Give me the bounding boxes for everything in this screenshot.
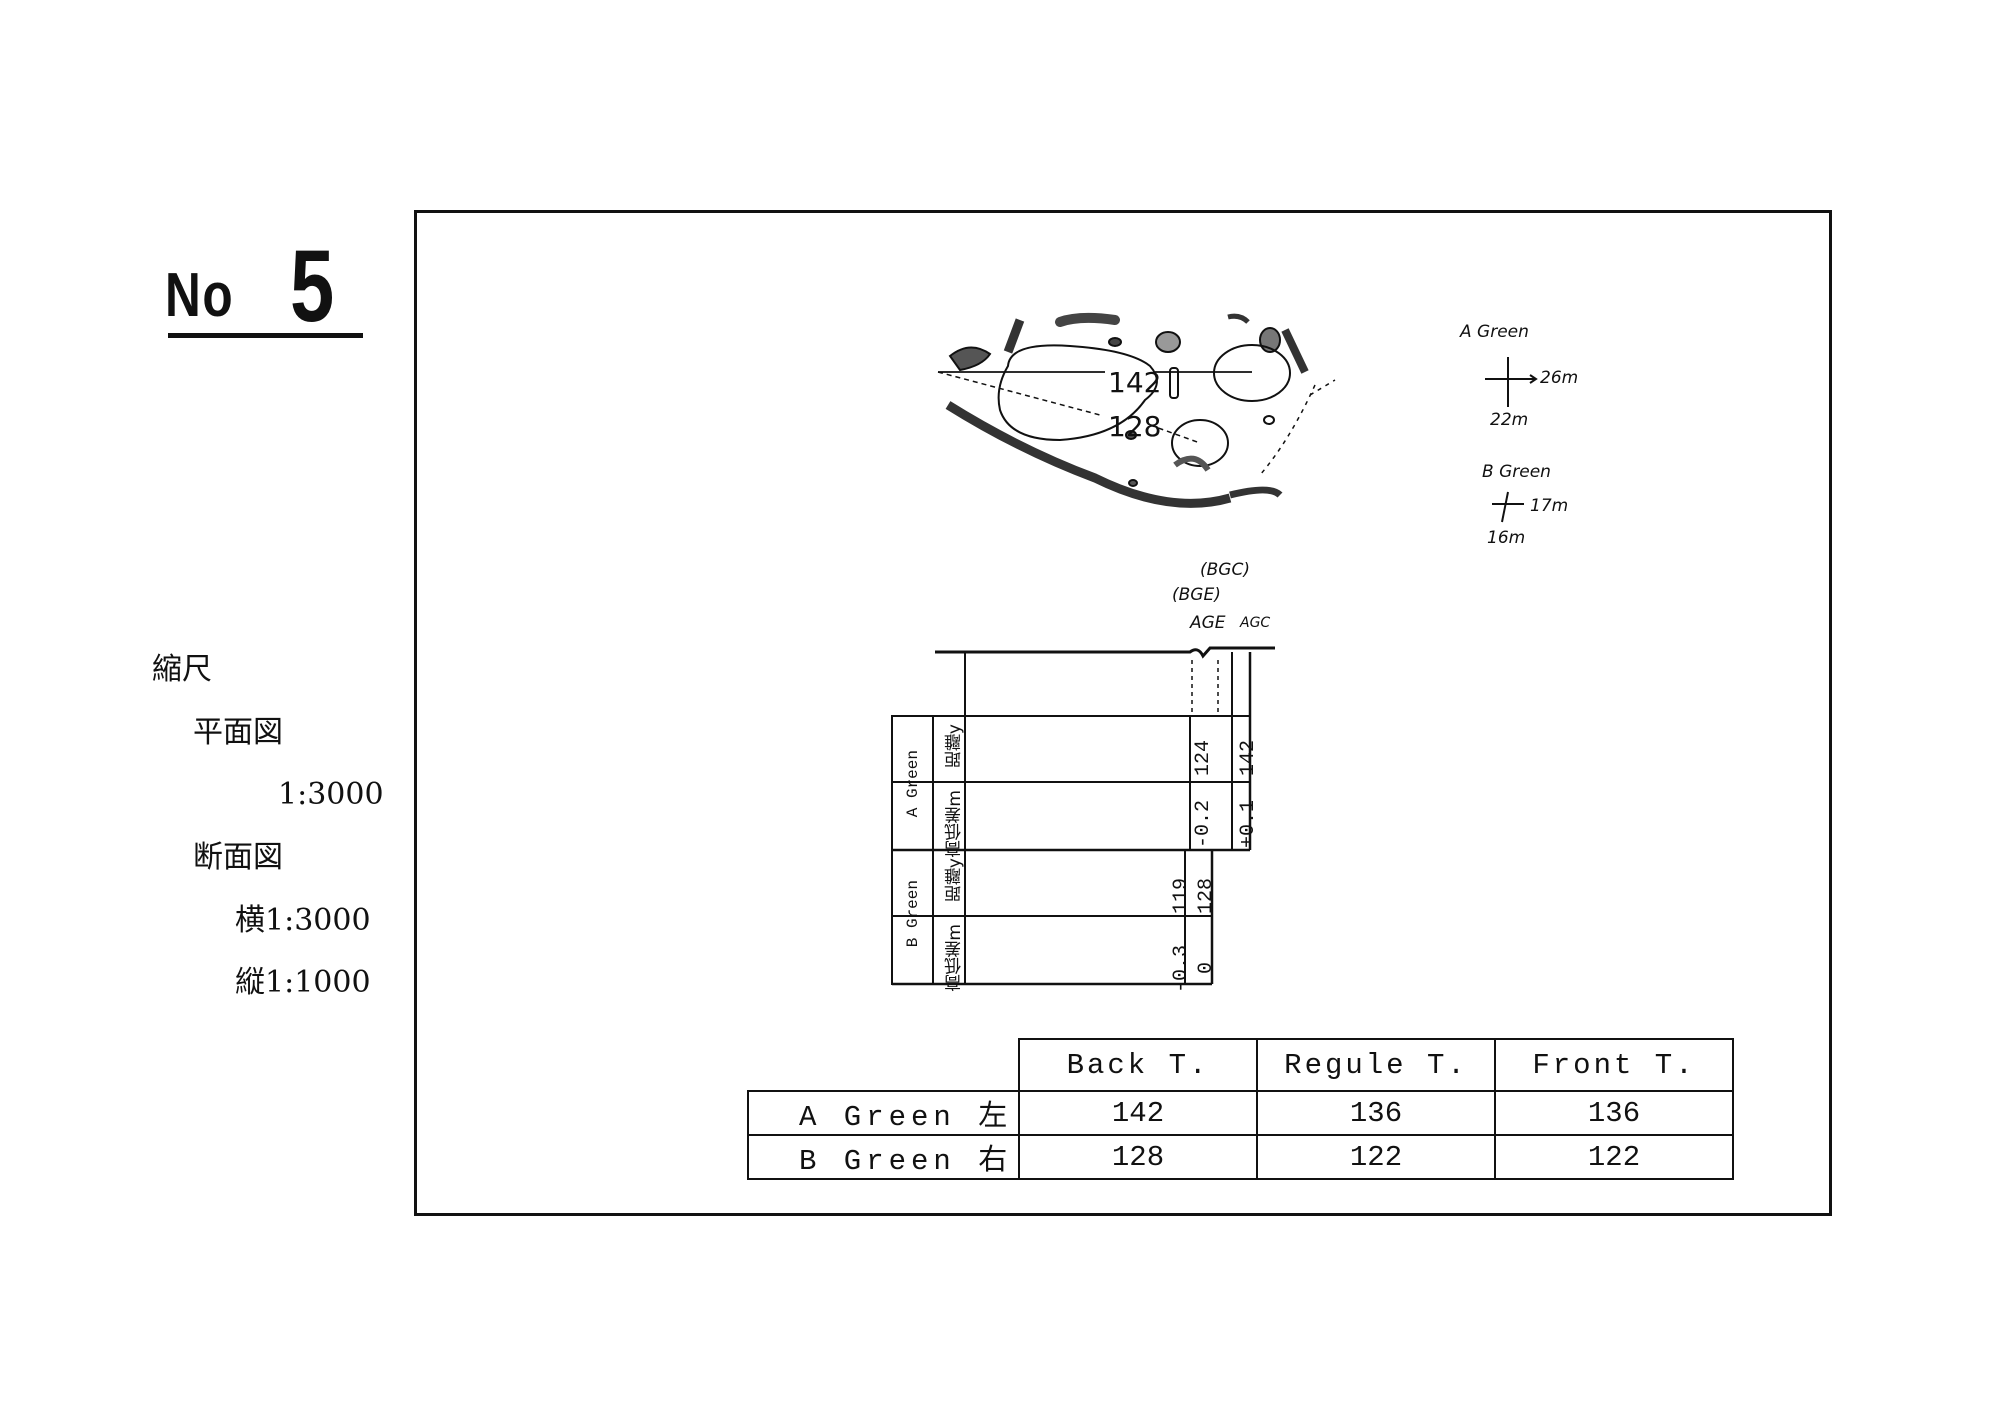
b-dist-center: 128 bbox=[1195, 878, 1218, 915]
a-elev-header: 高低差m bbox=[945, 790, 965, 858]
marker-agc: AGC bbox=[1240, 615, 1271, 631]
front-tee-header: Front T. bbox=[1494, 1038, 1734, 1092]
section-vertical-scale: 縦1:1000 bbox=[235, 965, 371, 1000]
marker-bgc: (BGC) bbox=[1200, 560, 1250, 580]
a-dist-center: 142 bbox=[1237, 740, 1260, 777]
section-scale-label: 断面図 bbox=[193, 840, 283, 875]
b-green-label: B Green bbox=[1482, 462, 1551, 482]
a-elev-edge: -0.2 bbox=[1192, 800, 1215, 849]
plan-scale-value: 1:3000 bbox=[278, 777, 384, 812]
b-elev-edge: -0.3 bbox=[1170, 945, 1193, 994]
table-row: A Green 左 142 136 136 bbox=[747, 1090, 1734, 1136]
tee-table-corner bbox=[748, 1039, 1020, 1092]
b-elev-header: 高低差m bbox=[945, 924, 965, 992]
b-green-front-value: 122 bbox=[1494, 1134, 1734, 1180]
table-row: B Green 右 128 122 122 bbox=[747, 1134, 1734, 1180]
b-green-back-value: 128 bbox=[1018, 1134, 1258, 1180]
a-dist-header: 距離y bbox=[945, 724, 965, 769]
a-green-dimension-cross bbox=[1485, 357, 1538, 407]
drawing-frame bbox=[414, 210, 1832, 1216]
a-dist-edge: 124 bbox=[1192, 740, 1215, 777]
back-tee-header: Back T. bbox=[1018, 1038, 1258, 1092]
a-green-regular-value: 136 bbox=[1256, 1090, 1496, 1136]
plan-scale-label: 平面図 bbox=[193, 715, 283, 750]
a-green-depth: 22m bbox=[1490, 410, 1529, 430]
a-green-row-label: A Green 左 bbox=[747, 1090, 1020, 1136]
section-horizontal-scale: 横1:3000 bbox=[235, 903, 371, 938]
hole-number-prefix: No bbox=[165, 261, 235, 330]
b-green-depth: 16m bbox=[1487, 528, 1526, 548]
a-green-back-value: 142 bbox=[1018, 1090, 1258, 1136]
plan-a-distance: 142 bbox=[1108, 366, 1162, 399]
hole-number: No 5 bbox=[165, 229, 365, 343]
tee-table-header-row: Back T. Regule T. Front T. bbox=[748, 1038, 1734, 1092]
regular-tee-header: Regule T. bbox=[1256, 1038, 1496, 1092]
a-green-width: 26m bbox=[1540, 368, 1579, 388]
hole-number-value: 5 bbox=[290, 229, 335, 343]
b-green-dimension-cross bbox=[1492, 491, 1524, 523]
a-green-label: A Green bbox=[1460, 322, 1529, 342]
b-dist-edge: 119 bbox=[1170, 878, 1193, 915]
tee-distance-table: Back T. Regule T. Front T. A Green 左 142… bbox=[747, 1038, 1734, 1180]
a-elev-center: +0.1 bbox=[1237, 800, 1260, 849]
green-plan-sketch bbox=[937, 312, 1336, 508]
b-elev-center: 0 bbox=[1195, 962, 1218, 975]
profile-a-green-label: A Green bbox=[904, 750, 922, 818]
b-green-width: 17m bbox=[1530, 496, 1569, 516]
profile-b-green-label: B Green bbox=[904, 880, 922, 948]
hole-number-underline bbox=[168, 333, 363, 338]
b-green-regular-value: 122 bbox=[1256, 1134, 1496, 1180]
scale-title: 縮尺 bbox=[152, 652, 212, 687]
plan-b-distance: 128 bbox=[1108, 410, 1162, 443]
marker-bge: (BGE) bbox=[1172, 585, 1221, 605]
section-profile-grid bbox=[891, 646, 1275, 986]
marker-age: AGE bbox=[1190, 613, 1226, 633]
b-green-row-label: B Green 右 bbox=[747, 1134, 1020, 1180]
b-dist-header: 距離y bbox=[945, 858, 965, 903]
a-green-front-value: 136 bbox=[1494, 1090, 1734, 1136]
